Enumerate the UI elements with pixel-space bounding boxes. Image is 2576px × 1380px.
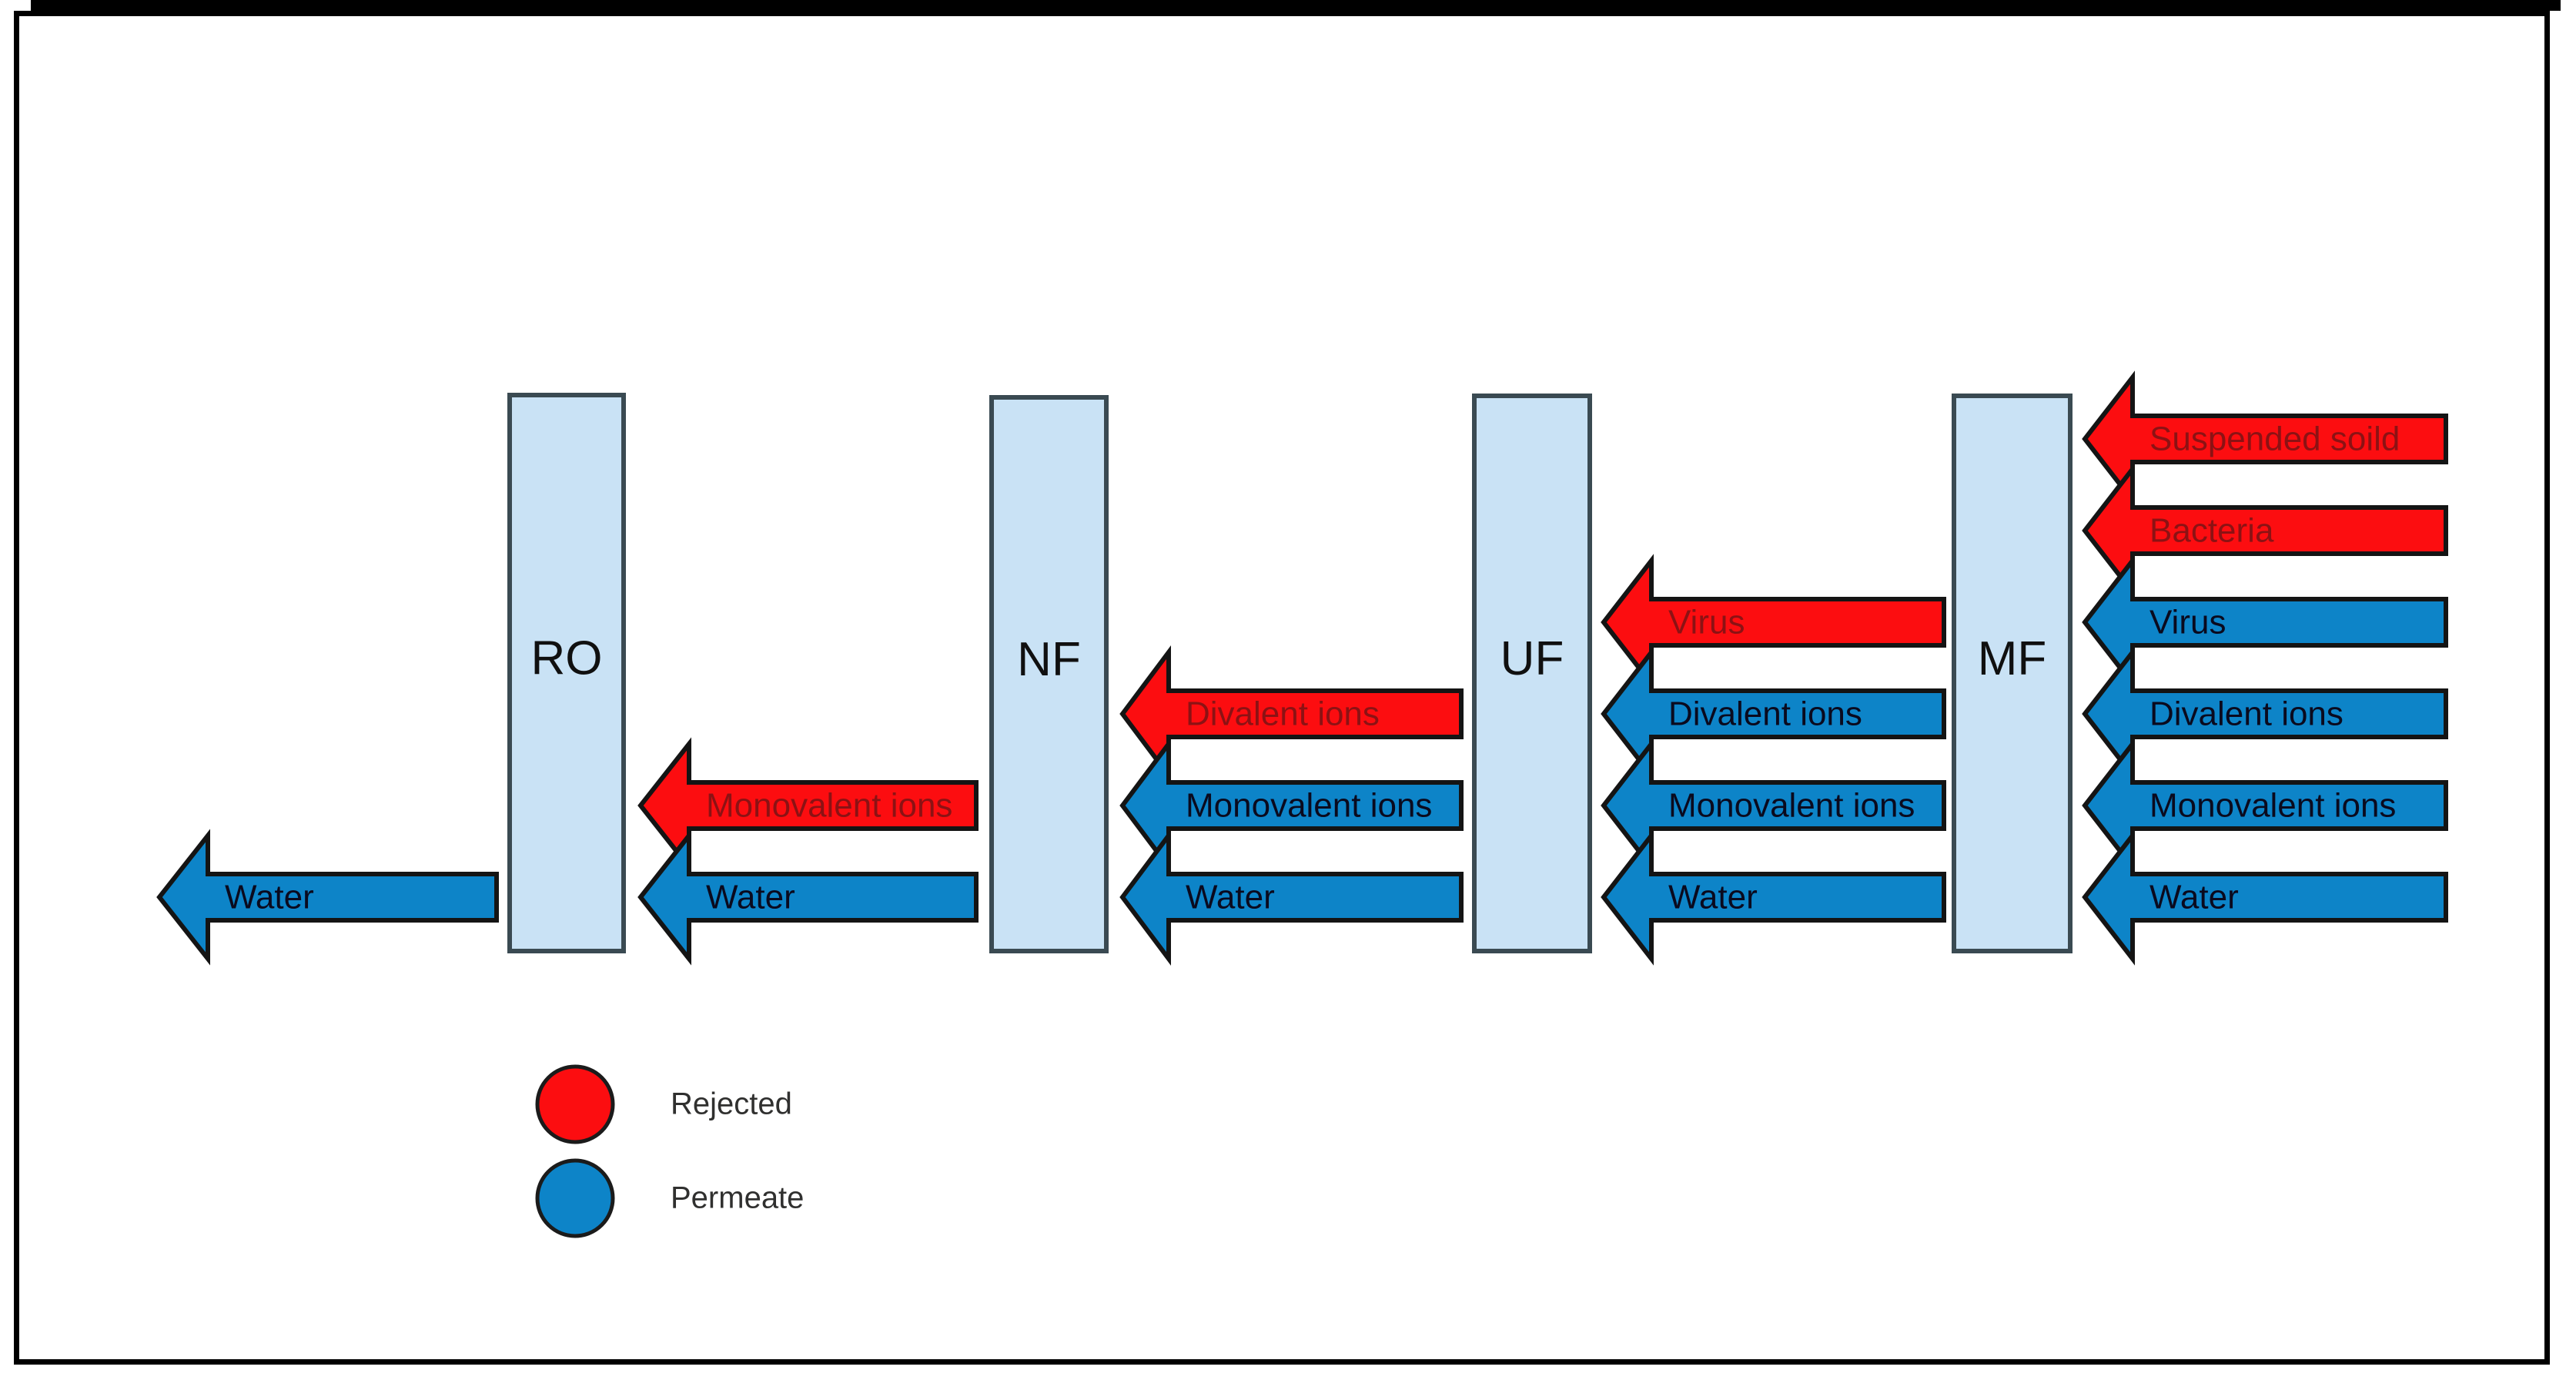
arrow-body — [2082, 829, 2448, 966]
legend-label: Permeate — [671, 1181, 804, 1215]
legend-swatch-permeate-icon — [535, 1158, 615, 1238]
membrane-body — [1952, 394, 2073, 953]
arrow-label: Divalent ions — [1668, 695, 1862, 733]
flow-arrow-permeate: Monovalent ions — [2082, 737, 2448, 874]
arrow-label: Divalent ions — [1186, 695, 1380, 733]
arrow-label: Water — [2149, 879, 2239, 916]
membrane-column-nf[interactable]: NF — [989, 395, 1109, 953]
arrow-body — [1601, 554, 1946, 691]
legend-label: Rejected — [671, 1087, 792, 1121]
arrow-label: Divalent ions — [2149, 695, 2343, 733]
arrow-body — [2082, 554, 2448, 691]
arrow-label: Water — [1668, 879, 1758, 916]
arrow-body — [637, 829, 979, 966]
flow-arrow-permeate: Water — [637, 829, 979, 966]
flow-arrow-permeate: Water — [1601, 829, 1946, 966]
arrow-label: Monovalent ions — [2149, 787, 2396, 825]
arrow-label: Monovalent ions — [1186, 787, 1432, 825]
membrane-label: RO — [531, 631, 603, 685]
flow-arrow-permeate: Divalent ions — [2082, 645, 2448, 782]
membrane-body — [1472, 394, 1592, 953]
arrow-label: Water — [225, 879, 314, 916]
flow-arrow-rejected: Bacteria — [2082, 462, 2448, 599]
flow-arrow-permeate: Water — [2082, 829, 2448, 966]
flow-arrow-rejected: Suspended soild — [2082, 370, 2448, 507]
arrow-label: Virus — [2149, 604, 2226, 641]
membrane-column-ro[interactable]: RO — [507, 393, 626, 953]
flow-arrow-permeate: Divalent ions — [1601, 645, 1946, 782]
arrow-label: Water — [706, 879, 795, 916]
legend-item-rejected: Rejected — [535, 1064, 792, 1144]
arrow-body — [156, 829, 499, 966]
membrane-column-mf[interactable]: MF — [1952, 394, 2073, 953]
flow-arrow-rejected: Virus — [1601, 554, 1946, 691]
arrow-body — [1601, 829, 1946, 966]
flow-arrow-permeate: Monovalent ions — [1119, 737, 1464, 874]
membrane-column-uf[interactable]: UF — [1472, 394, 1592, 953]
membranes-layer: RO NF UF MF — [507, 393, 2073, 953]
flow-arrow-rejected: Monovalent ions — [637, 737, 979, 874]
membrane-body — [507, 393, 626, 953]
membrane-label: MF — [1978, 632, 2047, 685]
arrow-label: Bacteria — [2149, 512, 2274, 550]
arrow-label: Water — [1186, 879, 1275, 916]
page-top-edge-artifact — [31, 0, 2561, 11]
arrow-label: Suspended soild — [2149, 420, 2400, 458]
legend-item-permeate: Permeate — [535, 1158, 804, 1238]
arrow-label: Monovalent ions — [1668, 787, 1915, 825]
arrow-body — [1119, 829, 1464, 966]
arrow-label: Monovalent ions — [706, 787, 952, 825]
flow-arrow-permeate: Virus — [2082, 554, 2448, 691]
membrane-label: UF — [1500, 632, 1564, 685]
membrane-body — [989, 395, 1109, 953]
arrow-label: Virus — [1668, 604, 1745, 641]
flow-arrow-rejected: Divalent ions — [1119, 645, 1464, 782]
flow-arrow-permeate: Monovalent ions — [1601, 737, 1946, 874]
legend-swatch-rejected-icon — [535, 1064, 615, 1144]
flow-arrow-permeate: Water — [156, 829, 499, 966]
membrane-label: NF — [1017, 633, 1081, 686]
flow-arrow-permeate: Water — [1119, 829, 1464, 966]
